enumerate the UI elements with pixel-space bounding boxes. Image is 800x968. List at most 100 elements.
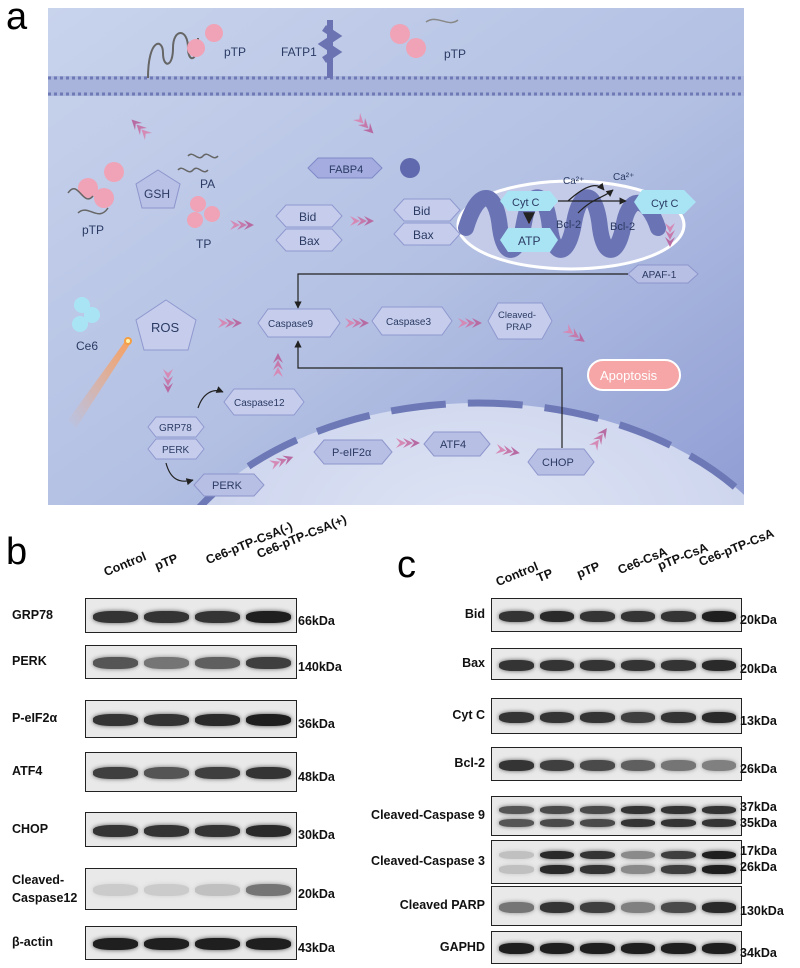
- blot-band: [580, 865, 615, 874]
- blot-band: [539, 711, 574, 723]
- blot-band: [580, 659, 615, 671]
- blot-band: [144, 767, 189, 779]
- blot-band: [144, 657, 189, 669]
- cytc-out-label: Cyt C: [651, 198, 679, 210]
- cell-membrane: [48, 76, 744, 96]
- blot-kda-label: 34kDa: [740, 945, 777, 960]
- ptp-right-label: pTP: [444, 47, 466, 61]
- blot-strip: [491, 598, 742, 632]
- blot-band: [539, 805, 574, 814]
- panel-letter-c: c: [397, 544, 416, 586]
- blot-kda-label: 37kDa: [740, 800, 777, 814]
- bid2-label: Bid: [413, 204, 430, 218]
- blot-row-label: Caspase12: [12, 891, 78, 905]
- blot-row-label: Cyt C: [452, 708, 485, 722]
- blot-band: [246, 610, 291, 623]
- mechanism-diagram: pTP FATP1 pTP FABP4 PA pTP GSH TP Bid: [48, 8, 744, 505]
- blot-band: [580, 759, 615, 771]
- ce6-molecule: [72, 297, 100, 332]
- blot-band: [580, 805, 615, 814]
- blot-band: [661, 865, 696, 874]
- blot-band: [620, 819, 655, 827]
- blot-band: [620, 850, 655, 860]
- blot-band: [195, 824, 240, 837]
- blot-strip: [491, 931, 742, 964]
- fatp1-protein: [317, 20, 343, 78]
- lane-label: Control: [101, 549, 149, 579]
- blot-kda-label: 43kDa: [298, 941, 335, 955]
- tp-molecule: [187, 196, 220, 228]
- blot-band: [661, 943, 696, 954]
- blot-strip: [85, 598, 297, 633]
- blot-kda-label: 35kDa: [740, 816, 777, 830]
- blot-strip: [85, 752, 297, 792]
- blot-kda-label: 140kDa: [298, 660, 342, 674]
- blot-band: [620, 865, 655, 874]
- blot-band: [246, 657, 291, 669]
- blot-band: [499, 850, 534, 860]
- blot-band: [539, 659, 574, 671]
- blot-band: [620, 805, 655, 814]
- blot-band: [144, 938, 189, 950]
- caspase9-label: Caspase9: [268, 319, 313, 330]
- blot-band: [701, 610, 736, 622]
- blot-band: [246, 767, 291, 779]
- cleaved-prap-label-1: Cleaved-: [498, 310, 536, 321]
- lane-label: Control: [493, 559, 541, 589]
- caspase12-label: Caspase12: [234, 398, 285, 409]
- blot-band: [93, 657, 138, 669]
- blot-band: [539, 850, 574, 860]
- blot-band: [195, 767, 240, 779]
- blot-band: [246, 824, 291, 837]
- blot-row-label: GAPHD: [439, 939, 485, 954]
- perk-low-label: PERK: [212, 480, 243, 492]
- blot-kda-label: 17kDa: [740, 844, 777, 858]
- bid1-label: Bid: [299, 210, 316, 224]
- blot-strip: [491, 648, 742, 680]
- blot-band: [144, 610, 189, 623]
- blot-kda-label: 26kDa: [740, 860, 777, 874]
- blot-band: [701, 850, 736, 860]
- gsh-label: GSH: [144, 187, 170, 201]
- apaf1-label: APAF-1: [642, 270, 677, 281]
- ptp-cluster: [67, 162, 124, 215]
- blot-row-label: Bax: [462, 656, 485, 670]
- blot-band: [580, 711, 615, 723]
- perk-box-label: PERK: [162, 445, 190, 456]
- lane-label: Ce6-pTP-CsA: [696, 526, 776, 569]
- blot-band: [499, 819, 534, 827]
- blot-row-label: P-eIF2α: [12, 711, 58, 725]
- peif2a-label: P-eIF2α: [332, 447, 372, 459]
- blot-band: [661, 805, 696, 814]
- blot-strip: [85, 868, 297, 910]
- chop-label: CHOP: [542, 457, 574, 469]
- blot-band: [144, 824, 189, 837]
- blot-band: [195, 610, 240, 623]
- blot-row-label: ATF4: [12, 764, 43, 778]
- fabp4-label: FABP4: [329, 164, 363, 176]
- blot-band: [539, 610, 574, 622]
- cleaved-prap-label-2: PRAP: [506, 322, 532, 333]
- blot-band: [661, 711, 696, 723]
- blot-band: [499, 805, 534, 814]
- blot-strip: [85, 812, 297, 847]
- blot-band: [620, 711, 655, 723]
- blot-band: [701, 901, 736, 913]
- blot-band: [539, 943, 574, 954]
- blot-band: [195, 714, 240, 726]
- blot-band: [580, 850, 615, 860]
- blot-band: [580, 610, 615, 622]
- blot-band: [580, 819, 615, 827]
- blot-row-label: Bcl-2: [454, 756, 485, 770]
- blot-kda-label: 30kDa: [298, 827, 335, 842]
- apoptosis-pill: [587, 359, 681, 391]
- blot-band: [620, 659, 655, 671]
- blot-band: [93, 714, 138, 726]
- ca-label-2: Ca²⁺: [613, 172, 634, 183]
- blot-band: [620, 943, 655, 954]
- blot-band: [661, 850, 696, 860]
- blot-band: [93, 824, 138, 837]
- caspase3-label: Caspase3: [386, 317, 431, 328]
- blot-band: [93, 610, 138, 623]
- grp78-label: GRP78: [159, 423, 192, 434]
